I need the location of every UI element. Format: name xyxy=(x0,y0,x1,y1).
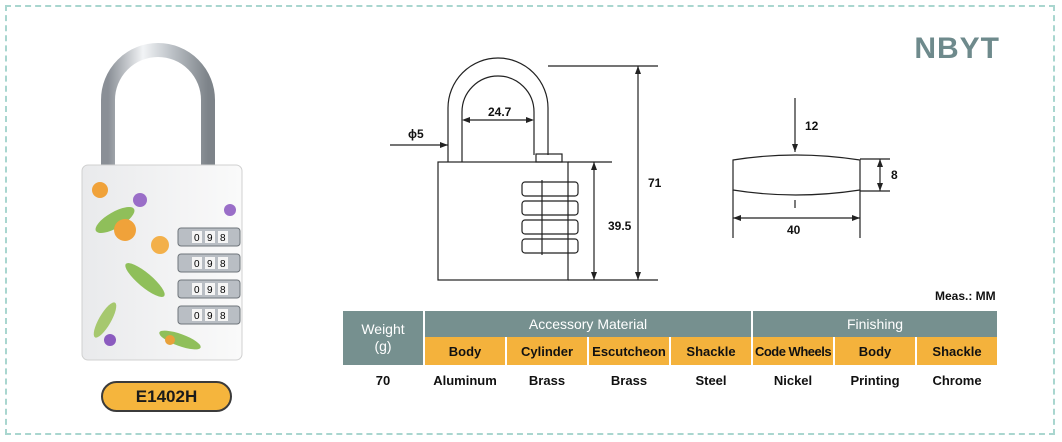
value-cell: Brass xyxy=(528,373,566,388)
svg-text:8: 8 xyxy=(220,259,226,270)
svg-text:0: 0 xyxy=(194,311,200,322)
svg-text:0: 0 xyxy=(194,259,200,270)
subheader-cell: Shackle xyxy=(917,337,997,365)
dashed-frame xyxy=(5,5,1055,435)
padlock-product-image: 0 9 8 0 9 8 0 9 8 0 9 8 xyxy=(81,43,243,361)
side-view-drawing: 12 8 40 xyxy=(732,98,898,238)
front-view-drawing: ϕ5 24.7 71 39.5 xyxy=(390,57,662,281)
svg-text:8: 8 xyxy=(220,311,226,322)
subheader-cell: Escutcheon xyxy=(589,337,669,365)
subheader-cell: Cylinder xyxy=(507,337,587,365)
value-cell: Nickel xyxy=(773,373,813,388)
dim-body-height: 39.5 xyxy=(608,219,632,233)
subheader-cell: Shackle xyxy=(671,337,751,365)
finishing-header: Finishing xyxy=(753,311,997,337)
svg-text:0: 0 xyxy=(194,233,200,244)
dim-thickness-top: 12 xyxy=(805,119,819,133)
model-badge: E1402H xyxy=(101,381,232,412)
value-cell: 70 xyxy=(375,373,391,388)
value-cell: Brass xyxy=(610,373,648,388)
dim-thickness: 8 xyxy=(891,168,898,182)
svg-text:8: 8 xyxy=(220,285,226,296)
subheader-cell: Body xyxy=(835,337,915,365)
svg-text:9: 9 xyxy=(207,285,213,296)
dim-shackle-diameter: ϕ5 xyxy=(408,127,424,141)
dial-stack: 0 9 8 0 9 8 0 9 8 0 9 8 xyxy=(177,227,241,325)
accessory-header: Accessory Material xyxy=(425,311,751,337)
svg-text:9: 9 xyxy=(207,311,213,322)
svg-text:8: 8 xyxy=(220,233,226,244)
brand-logo: NBYT xyxy=(914,32,1000,65)
dim-shackle-width: 24.7 xyxy=(488,105,512,119)
dim-width: 40 xyxy=(787,223,801,237)
value-cell: Steel xyxy=(695,373,727,388)
subheader-cell: Code Wheels xyxy=(753,337,833,365)
svg-text:9: 9 xyxy=(207,259,213,270)
value-cell: Aluminum xyxy=(433,373,497,388)
value-cell: Printing xyxy=(850,373,900,388)
subheader-cell: Body xyxy=(425,337,505,365)
measurement-unit: Meas.: MM xyxy=(935,289,996,303)
spec-table: Weight (g) Accessory Material Finishing … xyxy=(341,311,999,396)
svg-text:9: 9 xyxy=(207,233,213,244)
dim-total-height: 71 xyxy=(648,176,662,190)
value-cell: Chrome xyxy=(932,373,982,388)
svg-text:0: 0 xyxy=(194,285,200,296)
weight-header: Weight (g) xyxy=(343,311,423,365)
